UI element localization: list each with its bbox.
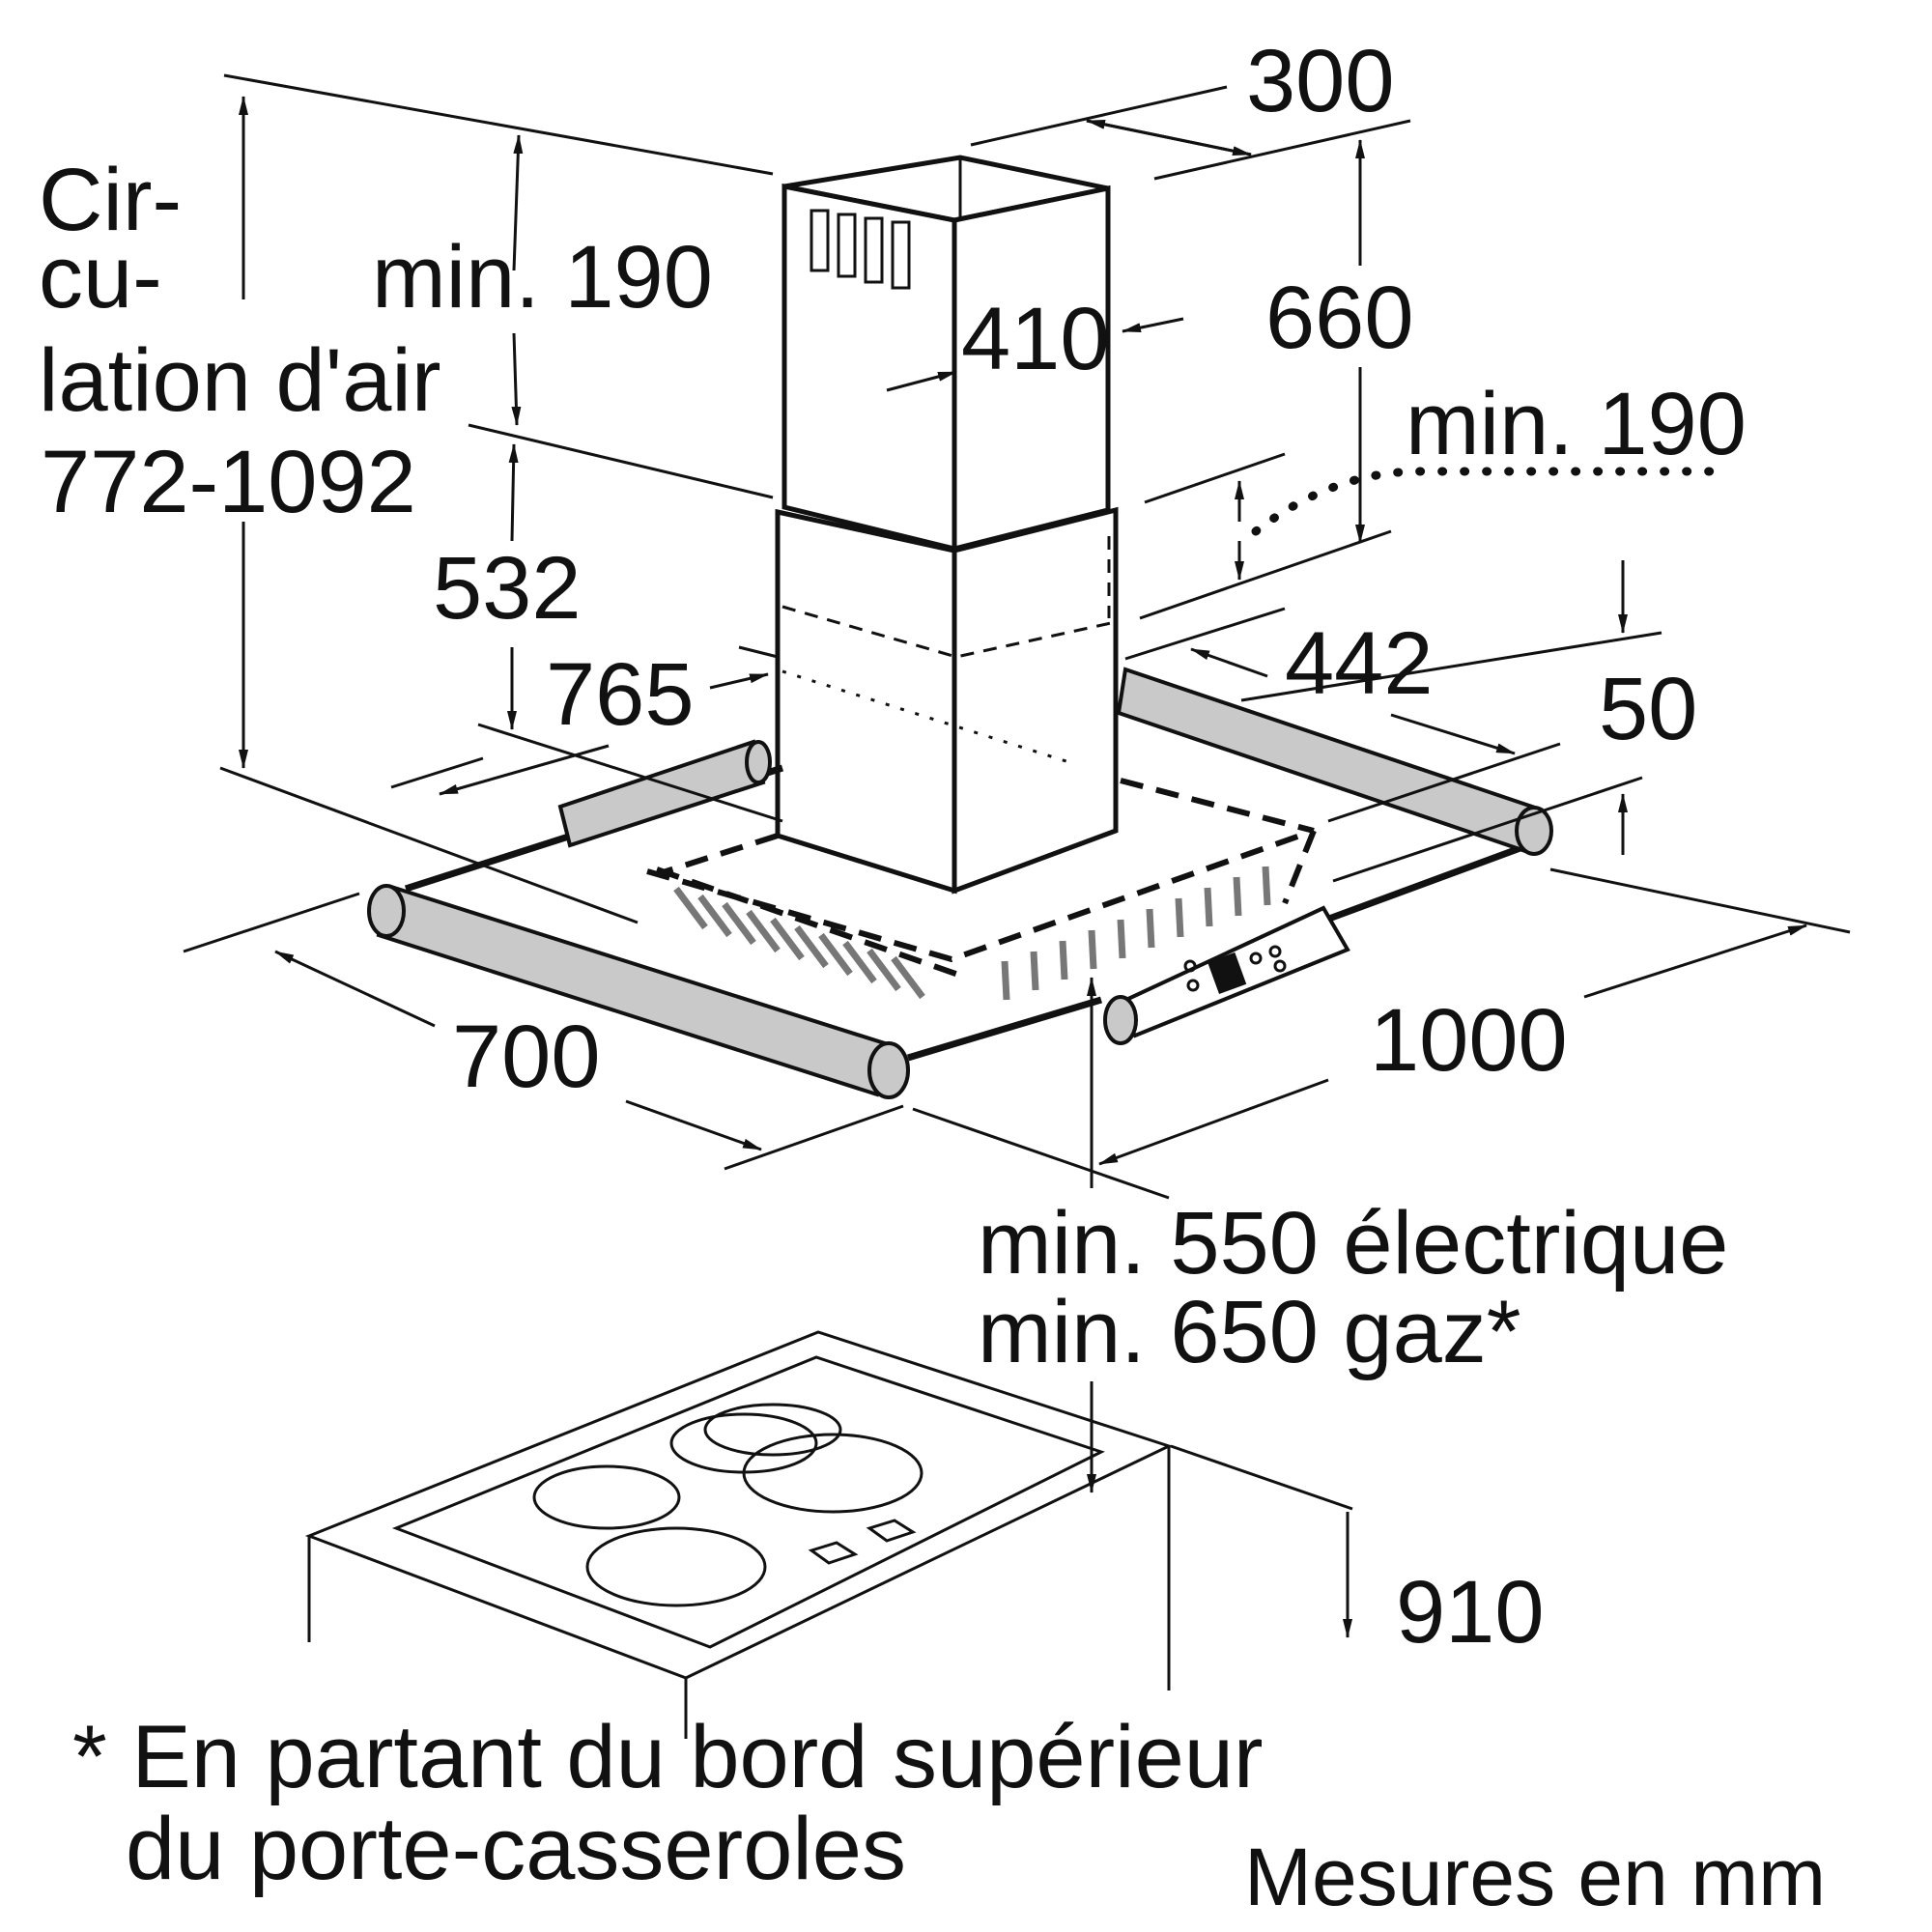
vent-slots <box>810 209 911 290</box>
label-dim-442: 442 <box>1285 614 1434 713</box>
control-panel <box>1103 905 1350 1045</box>
dimension-labels: Cir- cu- lation d'air 772-1092 min. 190 … <box>39 32 1826 1922</box>
label-circulation-line2: cu- <box>39 228 162 327</box>
label-dim-300: 300 <box>1246 32 1395 130</box>
label-dim-700: 700 <box>452 1008 601 1106</box>
label-min550: min. 550 électrique <box>978 1194 1728 1293</box>
chimney-upper <box>781 155 1111 553</box>
label-min650: min. 650 gaz* <box>978 1283 1521 1381</box>
dimension-lines <box>183 73 1851 1638</box>
rail-back-left-stub <box>557 739 772 848</box>
grease-filter <box>673 866 1271 1001</box>
label-circulation-line1: Cir- <box>39 151 182 249</box>
label-dim-410: 410 <box>961 290 1110 388</box>
label-dim-910: 910 <box>1396 1563 1545 1662</box>
label-min190-top: min. 190 <box>372 228 713 327</box>
towel-rail-right-back <box>1116 667 1553 856</box>
label-dim-50: 50 <box>1599 660 1697 758</box>
label-dim-660: 660 <box>1265 269 1414 367</box>
label-dim-1000: 1000 <box>1370 991 1568 1090</box>
label-circulation-range: 772-1092 <box>41 433 416 531</box>
label-min190-right: min. 190 <box>1406 375 1747 473</box>
label-circulation-line3: lation d'air <box>39 331 440 430</box>
footnote-line1: * En partant du bord supérieur <box>72 1708 1264 1806</box>
cooktop <box>304 1330 1174 1739</box>
units-label: Mesures en mm <box>1244 1832 1826 1922</box>
canopy-outline <box>646 778 1317 979</box>
chimney-lower <box>775 506 1119 895</box>
label-dim-532: 532 <box>433 539 582 638</box>
towel-rail-left-front <box>367 884 910 1099</box>
label-dim-765: 765 <box>546 645 695 744</box>
footnote-line2: du porte-casseroles <box>126 1800 906 1898</box>
